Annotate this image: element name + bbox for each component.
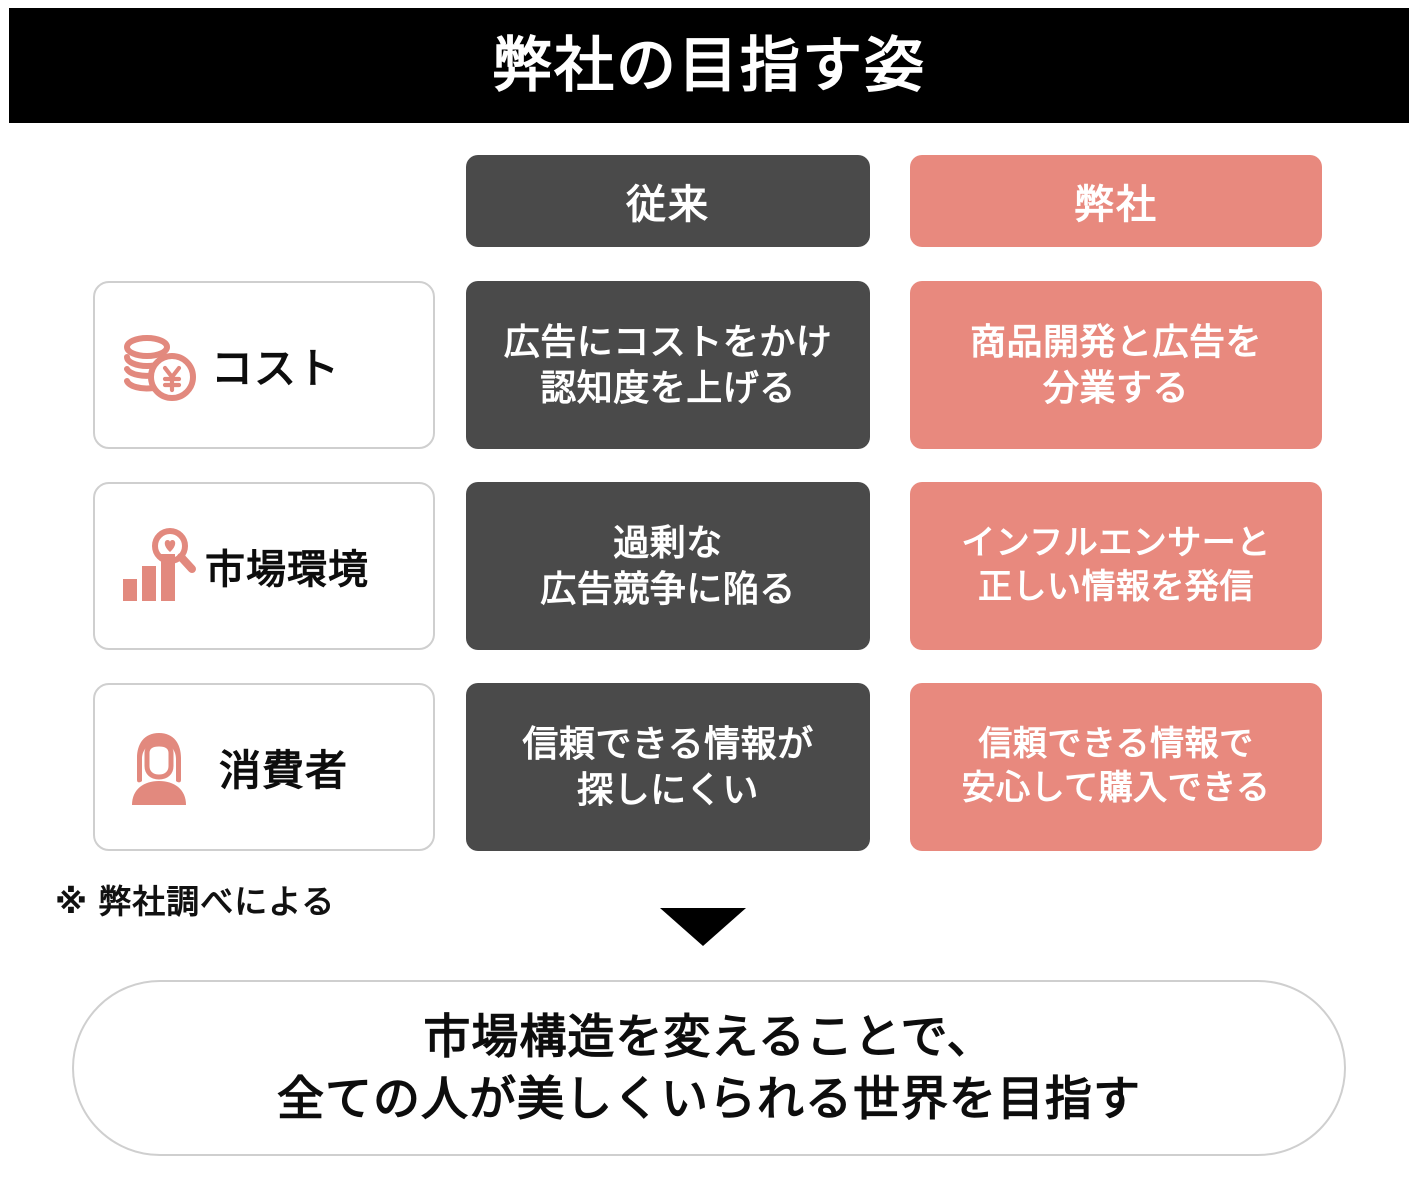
- column-header-old-label: 従来: [626, 183, 710, 227]
- cell-ours-market-line2: 正しい情報を発信: [978, 568, 1254, 606]
- cell-ours-market: インフルエンサーと 正しい情報を発信: [910, 482, 1322, 650]
- down-triangle-icon: [660, 908, 746, 946]
- conclusion-line2: 全ての人が美しくいられる世界を目指す: [277, 1072, 1141, 1125]
- cell-old-market: 過剰な 広告競争に陥る: [466, 482, 870, 650]
- cell-old-market-line2: 広告競争に陥る: [540, 568, 796, 609]
- cell-old-consumer-line1: 信頼できる情報が: [522, 722, 814, 764]
- cell-old-cost-line1: 広告にコストをかけ: [503, 320, 833, 362]
- cell-ours-cost-line2: 分業する: [1042, 367, 1189, 408]
- title-banner: 弊社の目指す姿: [9, 8, 1409, 123]
- column-header-ours: 弊社: [910, 155, 1322, 247]
- row-label-market: 市場環境: [205, 548, 369, 592]
- cell-old-market-line1: 過剰な: [613, 521, 723, 563]
- cell-ours-cost: 商品開発と広告を 分業する: [910, 281, 1322, 449]
- page-title: 弊社の目指す姿: [492, 31, 926, 99]
- row-label-card-market: 市場環境: [93, 482, 435, 650]
- column-header-old: 従来: [466, 155, 870, 247]
- cell-ours-market-line1: インフルエンサーと: [961, 524, 1271, 563]
- conclusion-line1: 市場構造を変えることで、: [423, 1009, 995, 1063]
- cell-old-cost-line2: 認知度を上げる: [540, 367, 796, 408]
- bar-chart-search-icon: [113, 520, 205, 612]
- conclusion-box: 市場構造を変えることで、 全ての人が美しくいられる世界を目指す: [72, 980, 1346, 1156]
- cell-old-consumer-line2: 探しにくい: [577, 769, 759, 810]
- cell-old-cost: 広告にコストをかけ 認知度を上げる: [466, 281, 870, 449]
- footnote: ※ 弊社調べによる: [55, 883, 336, 920]
- coins-yen-icon: [113, 319, 205, 411]
- cell-ours-cost-line1: 商品開発と広告を: [969, 320, 1262, 362]
- cell-ours-consumer: 信頼できる情報で 安心して購入できる: [910, 683, 1322, 851]
- row-label-consumer: 消費者: [219, 746, 349, 794]
- cell-old-consumer: 信頼できる情報が 探しにくい: [466, 683, 870, 851]
- cell-ours-consumer-line2: 安心して購入できる: [961, 769, 1271, 807]
- consumer-person-icon: [113, 721, 205, 813]
- row-label-card-cost: コスト: [93, 281, 435, 449]
- row-label-cost: コスト: [211, 344, 341, 392]
- column-header-ours-label: 弊社: [1074, 183, 1158, 227]
- cell-ours-consumer-line1: 信頼できる情報で: [978, 725, 1254, 764]
- row-label-card-consumer: 消費者: [93, 683, 435, 851]
